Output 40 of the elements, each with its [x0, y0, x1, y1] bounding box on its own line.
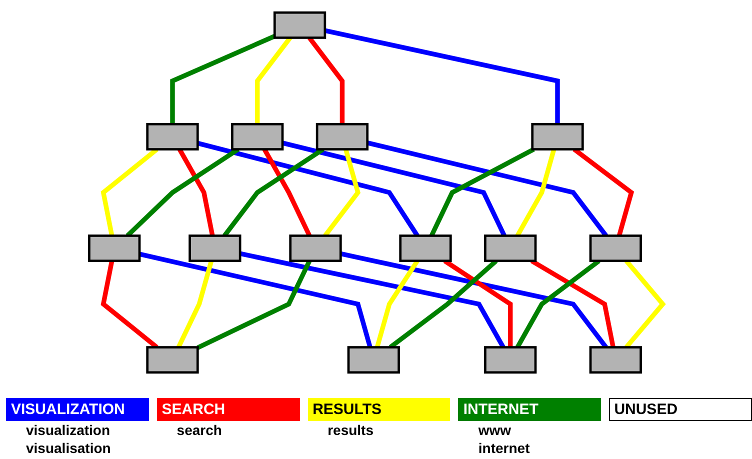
node-box — [231, 122, 284, 150]
connector — [262, 148, 312, 237]
connector — [324, 28, 560, 124]
node-box — [484, 346, 537, 374]
connector — [197, 140, 420, 237]
node-box — [146, 122, 199, 150]
legend-item: SEARCH — [156, 398, 300, 421]
connector — [240, 251, 506, 348]
legend-term: internet — [478, 439, 531, 457]
connector — [515, 148, 556, 237]
legend-item: INTERNET — [458, 398, 602, 421]
connector — [178, 148, 215, 236]
node-box — [273, 11, 326, 39]
node-box — [589, 346, 642, 374]
connector — [429, 147, 535, 237]
legend-term: visualisation — [26, 439, 112, 457]
legend-term: search — [176, 421, 223, 439]
connector — [374, 260, 420, 348]
node-box — [531, 122, 584, 150]
legend-term: visualization — [26, 421, 112, 439]
node-box — [316, 122, 369, 150]
legend-term: www — [478, 421, 512, 439]
connector — [196, 260, 312, 350]
node-box — [484, 234, 537, 262]
node-box — [88, 234, 141, 262]
legend-item: RESULTS — [308, 398, 450, 421]
connector — [282, 140, 506, 237]
node-box — [146, 346, 199, 374]
legend-item: VISUALIZATION — [6, 398, 149, 421]
node-box — [347, 346, 400, 374]
legend-term: results — [328, 421, 375, 439]
connector — [170, 34, 276, 124]
node-box — [188, 234, 242, 262]
connector — [530, 258, 616, 348]
connector — [138, 252, 372, 348]
legend-item: UNUSED — [609, 398, 752, 421]
node-box — [399, 234, 452, 262]
connector — [176, 260, 214, 348]
node-box — [589, 234, 642, 262]
node-box — [289, 234, 342, 262]
